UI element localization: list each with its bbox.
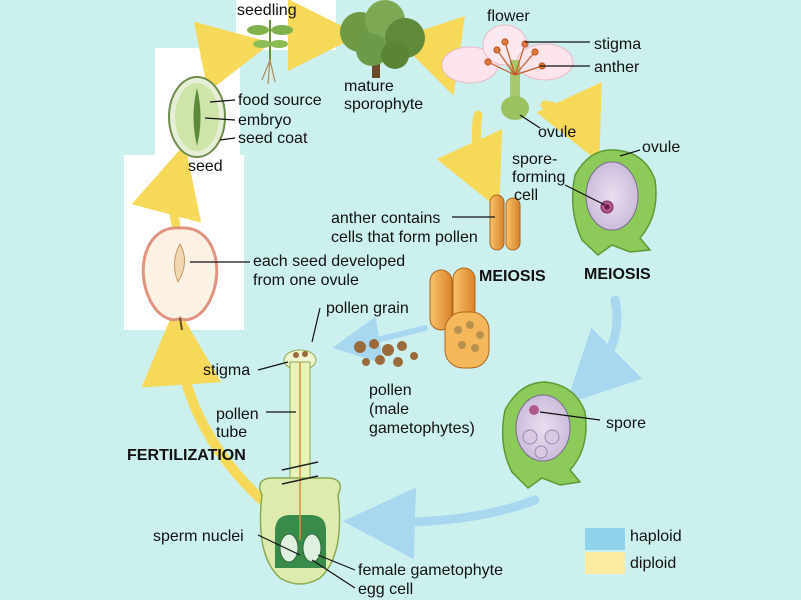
label-ovule-1: ovule <box>538 124 577 141</box>
label-pollen-male-3: gametophytes) <box>369 420 475 437</box>
arrow-seed-to-seedling <box>193 21 272 93</box>
label-each-seed-1: each seed developed <box>253 253 406 270</box>
label-stigma-bottom: stigma <box>203 362 251 379</box>
legend-haploid-label: haploid <box>630 528 682 545</box>
label-sporophyte: sporophyte <box>344 96 424 113</box>
label-spore-forming-2: forming <box>512 169 566 186</box>
arrow-flower-to-anther <box>436 110 503 210</box>
label-egg-cell: egg cell <box>358 581 414 598</box>
seedling-image <box>247 20 293 85</box>
arrow-apple-to-seed <box>131 143 202 230</box>
ovule-upper-image <box>571 149 657 256</box>
label-seed-coat: seed coat <box>238 130 308 147</box>
ovule-lower-image <box>501 381 587 489</box>
label-spore-forming-3: cell <box>514 187 539 204</box>
label-pollen-male-1: pollen <box>369 382 412 399</box>
tree-image <box>340 0 425 78</box>
label-ovule-2: ovule <box>642 139 681 156</box>
label-stigma-top: stigma <box>594 36 642 53</box>
arrow-ovule-to-spore <box>565 295 643 405</box>
legend-diploid-label: diploid <box>630 555 677 572</box>
apple-image <box>141 226 219 331</box>
label-anther-contains-2: cells that form pollen <box>331 229 478 246</box>
label-pollen-grain: pollen grain <box>326 300 409 317</box>
label-sperm-nuclei: sperm nuclei <box>153 528 244 545</box>
label-food-source: food source <box>238 92 322 109</box>
label-anther: anther <box>594 59 640 76</box>
pollen-grains-image <box>354 339 418 367</box>
label-seedling: seedling <box>237 2 297 19</box>
leader-lines <box>190 41 641 589</box>
legend-diploid-swatch <box>585 552 625 574</box>
anther-large-image <box>429 267 490 369</box>
anther-small-image <box>489 194 521 251</box>
label-anther-contains-1: anther contains <box>331 210 441 227</box>
diploid-arrows <box>131 0 602 525</box>
seed-image <box>168 76 226 158</box>
pistil-image <box>259 349 341 585</box>
label-meiosis-1: MEIOSIS <box>479 268 546 285</box>
label-fertilization: FERTILIZATION <box>127 447 246 464</box>
label-meiosis-2: MEIOSIS <box>584 266 651 283</box>
label-mature: mature <box>344 78 394 95</box>
label-embryo: embryo <box>238 112 292 129</box>
label-female-gametophyte: female gametophyte <box>358 562 503 579</box>
label-spore: spore <box>606 415 647 432</box>
label-pollen-male-2: (male <box>369 401 410 418</box>
arrow-flower-to-ovule-right <box>536 82 602 163</box>
flower-image <box>441 24 574 120</box>
label-pollen-tube-1: pollen <box>216 406 259 423</box>
arrow-seedling-to-tree <box>287 0 360 72</box>
label-spore-forming-1: spore- <box>512 151 558 168</box>
label-pollen-tube-2: tube <box>216 424 248 441</box>
arrow-spore-to-female <box>343 487 540 560</box>
label-flower: flower <box>487 8 530 25</box>
label-seed: seed <box>188 158 223 175</box>
legend-haploid-swatch <box>585 528 625 550</box>
label-each-seed-2: from one ovule <box>253 272 359 289</box>
